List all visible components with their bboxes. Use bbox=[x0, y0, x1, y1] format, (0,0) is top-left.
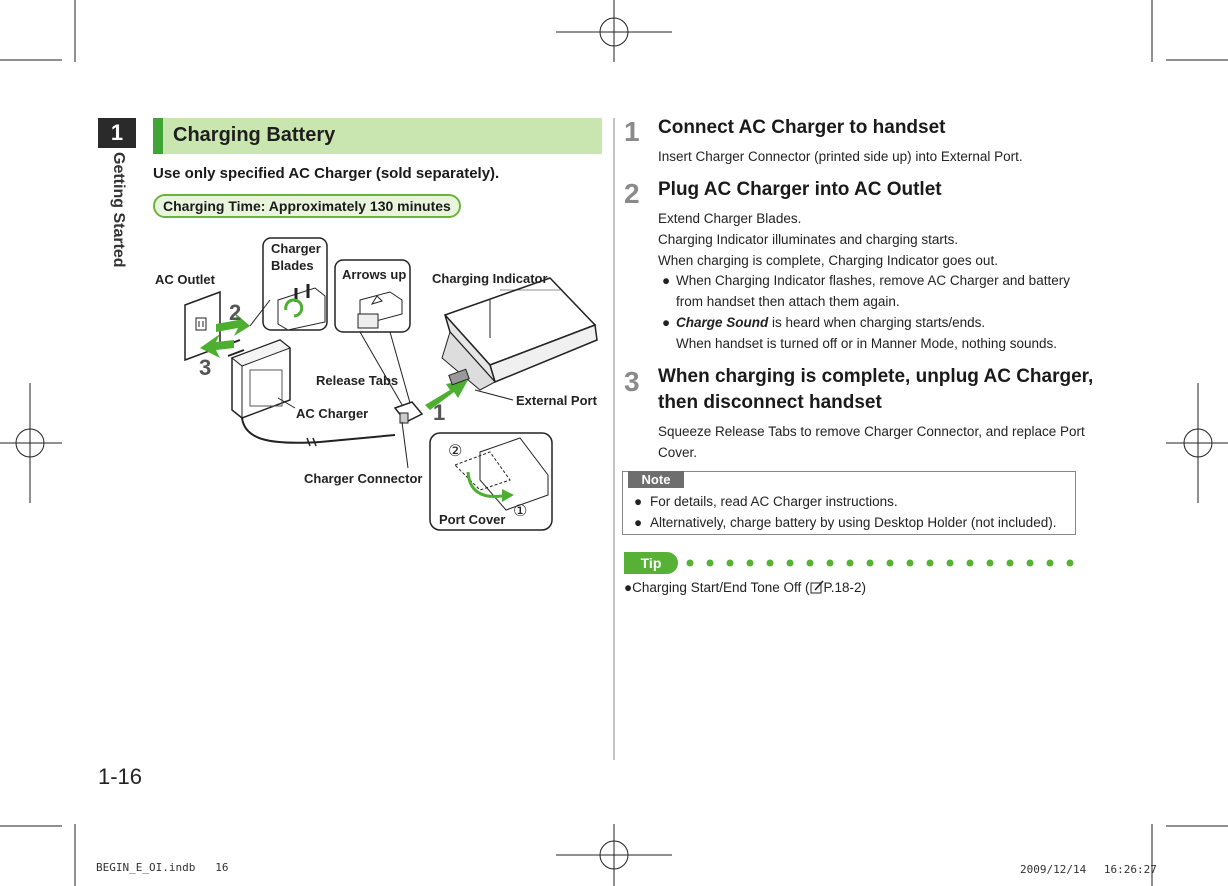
section-heading: Charging Battery bbox=[153, 118, 602, 154]
label-ac-outlet: AC Outlet bbox=[155, 272, 215, 287]
step-3-body-1: Squeeze Release Tabs to remove Charger C… bbox=[658, 424, 1085, 439]
note-label: Note bbox=[628, 471, 684, 488]
step-2-body-2: Charging Indicator illuminates and charg… bbox=[658, 232, 959, 247]
charger-blades-inset bbox=[262, 237, 328, 331]
bullet-dot-icon: ● bbox=[624, 580, 633, 595]
bullet-dot-icon: ● bbox=[634, 515, 643, 530]
charge-sound-rest: is heard when charging starts/ends. bbox=[768, 315, 986, 330]
figure-step-1: 1 bbox=[433, 400, 446, 425]
ac-charger-graphic bbox=[223, 339, 396, 447]
circled-1: ① bbox=[513, 503, 528, 520]
label-arrows-up: Arrows up bbox=[342, 267, 407, 282]
tip-label: Tip bbox=[624, 552, 678, 574]
port-cover-inset bbox=[429, 432, 553, 531]
handset-graphic bbox=[441, 277, 598, 391]
arrows-up-inset bbox=[334, 259, 411, 333]
tip-item-text: Charging Start/End Tone Off ( bbox=[632, 580, 810, 595]
charger-connector-graphic bbox=[393, 401, 424, 424]
bullet-dot-icon: ● bbox=[662, 315, 671, 330]
label-ac-charger: AC Charger bbox=[296, 406, 369, 421]
label-release-tabs: Release Tabs bbox=[316, 373, 399, 388]
step-2-body-1: Extend Charger Blades. bbox=[658, 211, 802, 226]
page-number: 1-16 bbox=[98, 764, 143, 789]
step-2-body-3: When charging is complete, Charging Indi… bbox=[658, 253, 998, 268]
step-3-title-line2: then disconnect handset bbox=[658, 392, 882, 413]
step-3-number: 3 bbox=[624, 366, 640, 397]
intro-text: Use only specified AC Charger (sold sepa… bbox=[153, 165, 500, 182]
step-3-title-line1: When charging is complete, unplug AC Cha… bbox=[658, 366, 1094, 387]
note-item-2: Alternatively, charge battery by using D… bbox=[650, 515, 1057, 530]
step-2-number: 2 bbox=[624, 178, 640, 209]
step-1-body: Insert Charger Connector (printed side u… bbox=[658, 149, 1023, 164]
arrow-3-icon bbox=[200, 334, 234, 358]
tip-item-ref: P.18-2) bbox=[823, 580, 867, 595]
chapter-title: Getting Started bbox=[103, 152, 133, 282]
step-2-bullet-1-line2: from handset then attach them again. bbox=[676, 294, 900, 309]
label-charger-blades-line2: Blades bbox=[271, 258, 314, 273]
tip-dot-rule bbox=[686, 559, 1074, 567]
section-title: Charging Battery bbox=[173, 124, 336, 146]
charging-illustration bbox=[184, 237, 598, 531]
step-2-title: Plug AC Charger into AC Outlet bbox=[658, 179, 942, 200]
step-2-bullet-2-line1: Charge Sound is heard when charging star… bbox=[676, 312, 985, 333]
circled-2: ② bbox=[448, 443, 463, 460]
label-external-port: External Port bbox=[516, 393, 597, 408]
charge-sound-term: Charge Sound bbox=[676, 315, 769, 330]
chapter-number: 1 bbox=[98, 118, 136, 148]
label-charger-connector: Charger Connector bbox=[304, 471, 423, 486]
footer-file: BEGIN_E_OI.indb 16 bbox=[96, 861, 228, 874]
label-charging-indicator: Charging Indicator bbox=[432, 271, 548, 286]
step-1-number: 1 bbox=[624, 116, 640, 147]
bullet-dot-icon: ● bbox=[662, 273, 671, 288]
step-2-bullet-1-line1: When Charging Indicator flashes, remove … bbox=[676, 273, 1070, 288]
step-3-body-2: Cover. bbox=[658, 445, 698, 460]
tip-item: ●Charging Start/End Tone Off ( P.18-2) bbox=[624, 577, 866, 598]
label-port-cover: Port Cover bbox=[439, 512, 506, 527]
arrow-2-icon bbox=[216, 312, 250, 336]
footer-page: 16 bbox=[215, 861, 229, 874]
footer-file-name: BEGIN_E_OI.indb bbox=[96, 861, 196, 874]
note-item-1: For details, read AC Charger instruction… bbox=[650, 494, 898, 509]
figure-step-3: 3 bbox=[199, 355, 212, 380]
pencil-ref-icon bbox=[810, 579, 824, 594]
arrow-1-icon bbox=[425, 380, 468, 410]
charging-time-badge: Charging Time: Approximately 130 minutes bbox=[153, 194, 461, 218]
figure-step-2: 2 bbox=[229, 300, 242, 325]
footer-timestamp: 2009/12/14 16:26:27 bbox=[1020, 863, 1157, 876]
bullet-dot-icon: ● bbox=[634, 494, 643, 509]
note-box bbox=[622, 471, 1076, 535]
label-charger-blades-line1: Charger bbox=[271, 241, 321, 256]
chapter-title-text: Getting Started bbox=[110, 152, 127, 268]
step-2-bullet-2-line2: When handset is turned off or in Manner … bbox=[676, 336, 1057, 351]
step-1-title: Connect AC Charger to handset bbox=[658, 117, 946, 138]
